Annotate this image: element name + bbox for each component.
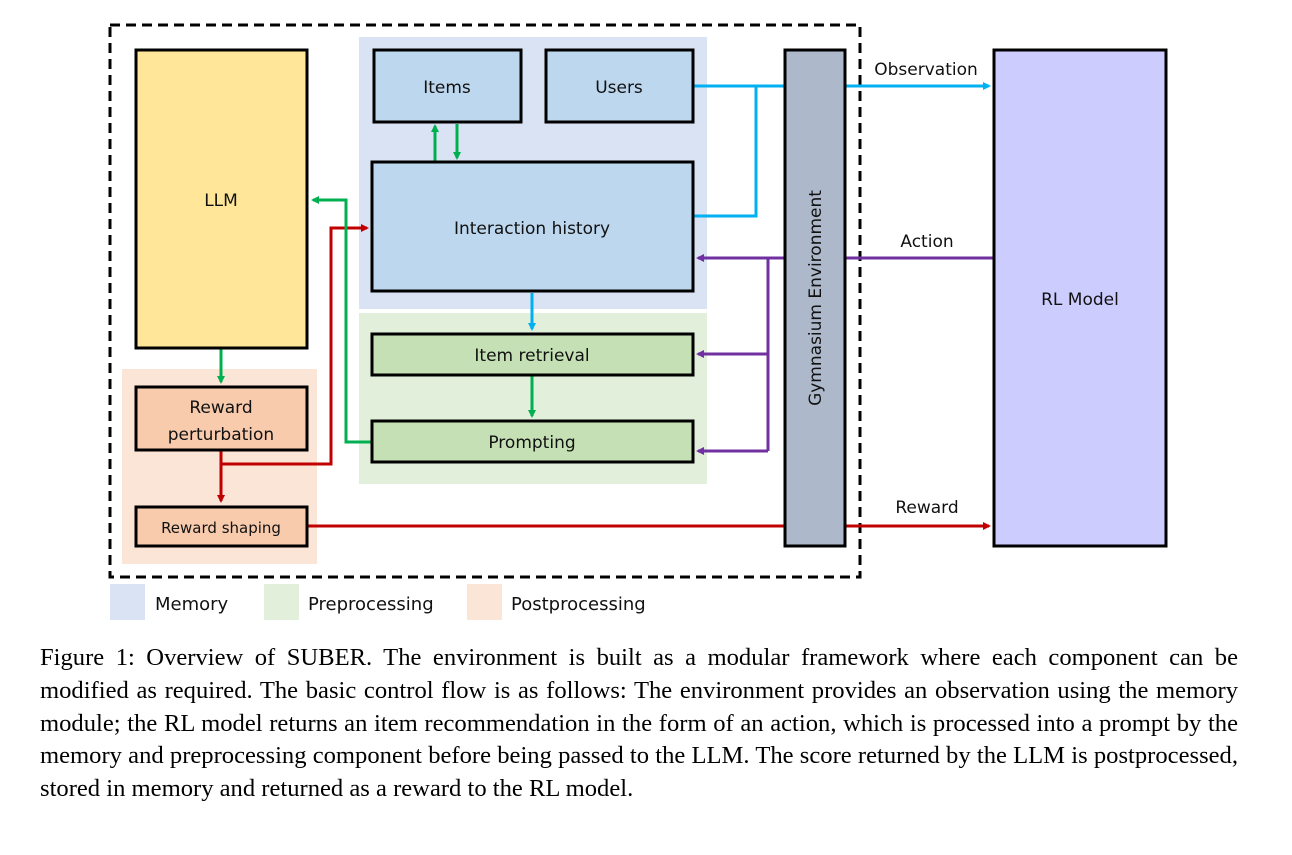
legend-label-memory: Memory: [155, 594, 229, 615]
legend-swatch-memory: [110, 584, 145, 620]
items-label: Items: [423, 78, 471, 98]
connectors: [217, 82, 993, 530]
reward-perturbation-box: Reward perturbation: [134, 385, 309, 452]
reward-label: Reward: [895, 498, 958, 518]
legend-label-preprocessing: Preprocessing: [308, 594, 434, 615]
prompting-label: Prompting: [488, 433, 575, 453]
interaction-history-box: Interaction history: [370, 160, 695, 293]
reward-shaping-box: Reward shaping: [134, 505, 309, 548]
reward-perturbation-label-line1: Reward: [189, 398, 252, 418]
llm-label: LLM: [204, 191, 238, 211]
item-retrieval-box: Item retrieval: [370, 332, 695, 377]
perturbation-to-history-arrow: [221, 224, 369, 466]
items-box: Items: [372, 48, 523, 124]
prompting-box: Prompting: [370, 419, 695, 464]
rl-model-box: RL Model: [992, 48, 1168, 548]
gymnasium-environment-label: Gymnasium Environment: [806, 190, 826, 406]
gymnasium-environment-box: Gymnasium Environment: [783, 48, 847, 548]
legend-label-postprocessing: Postprocessing: [511, 594, 646, 615]
history-to-observation-connector: [693, 86, 758, 218]
reward-shaping-label: Reward shaping: [161, 519, 281, 537]
legend: Memory Preprocessing Postprocessing: [110, 584, 646, 620]
legend-swatch-preprocessing: [264, 584, 299, 620]
users-box: Users: [544, 48, 695, 124]
reward-perturbation-label-line2: perturbation: [168, 425, 274, 445]
figure-caption: Figure 1: Overview of SUBER. The environ…: [40, 644, 1238, 803]
suber-architecture-diagram: LLM Items Users Interaction history Item…: [108, 23, 1168, 620]
interaction-history-label: Interaction history: [454, 219, 610, 239]
environment-boundary: [108, 23, 862, 579]
item-retrieval-label: Item retrieval: [474, 346, 589, 366]
action-label: Action: [900, 232, 953, 252]
rl-model-label: RL Model: [1041, 290, 1119, 310]
users-label: Users: [595, 78, 643, 98]
llm-box: LLM: [134, 48, 309, 350]
legend-swatch-postprocessing: [467, 584, 502, 620]
prompting-to-llm-arrow: [311, 196, 371, 444]
observation-label: Observation: [874, 60, 978, 80]
